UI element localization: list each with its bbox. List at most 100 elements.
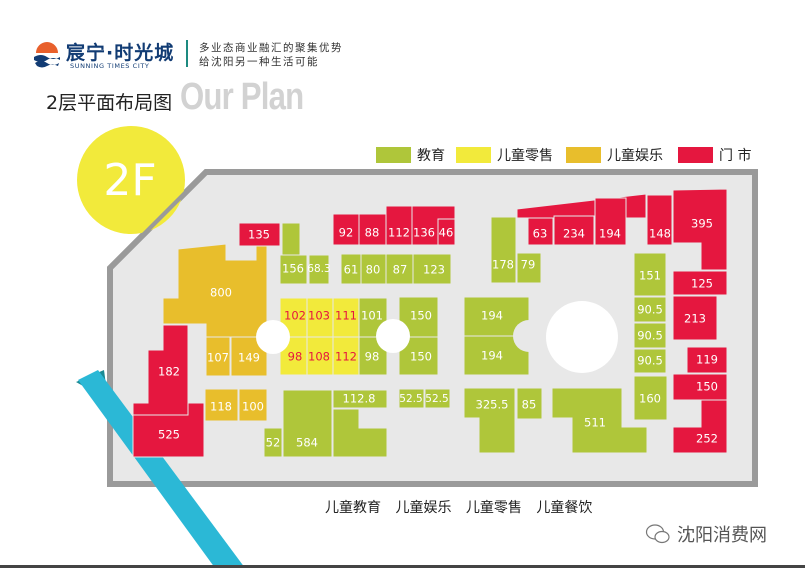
atrium-void <box>513 320 545 352</box>
legend-swatch <box>566 147 601 163</box>
unit[interactable] <box>306 297 334 338</box>
unit[interactable] <box>282 389 333 458</box>
unit-label: 80 <box>366 263 381 277</box>
unit[interactable] <box>553 215 595 246</box>
unit[interactable] <box>527 217 554 246</box>
unit-label: 148 <box>649 227 671 241</box>
unit[interactable] <box>594 197 627 246</box>
unit[interactable] <box>358 213 387 246</box>
unit-label: 107 <box>207 351 229 365</box>
unit[interactable] <box>463 387 516 454</box>
unit-label: 52 <box>266 436 281 450</box>
unit[interactable] <box>633 375 668 421</box>
unit-label: 178 <box>492 258 514 272</box>
unit-label: 213 <box>684 312 706 326</box>
wechat-icon <box>645 524 670 544</box>
unit-label: 252 <box>696 432 718 446</box>
unit[interactable] <box>633 322 667 349</box>
unit[interactable] <box>633 252 667 297</box>
unit-label: 85 <box>522 398 537 412</box>
unit-label: 194 <box>599 227 621 241</box>
watermark-text: 沈阳消费网 <box>677 525 767 546</box>
unit[interactable] <box>332 389 388 409</box>
unit[interactable] <box>633 296 667 323</box>
page-title: 2层平面布局图 <box>46 92 173 114</box>
unit[interactable] <box>672 373 728 401</box>
unit[interactable] <box>385 253 414 285</box>
header-divider <box>186 40 188 67</box>
unit[interactable] <box>132 402 205 458</box>
unit[interactable] <box>308 254 330 285</box>
unit[interactable] <box>132 324 189 416</box>
unit-label: 98 <box>288 350 303 364</box>
brand-logo <box>32 37 62 75</box>
unit-label: 63 <box>533 227 548 241</box>
unit-label: 150 <box>696 380 718 394</box>
unit-label: 111 <box>335 309 357 323</box>
unit[interactable] <box>551 387 648 454</box>
unit[interactable] <box>516 252 542 284</box>
floor-badge: 2F <box>103 155 156 206</box>
unit-label: 118 <box>210 400 232 414</box>
unit[interactable] <box>279 254 308 285</box>
unit[interactable] <box>424 388 451 409</box>
unit[interactable] <box>437 218 456 246</box>
unit[interactable] <box>516 387 543 420</box>
unit[interactable] <box>332 297 360 338</box>
unit[interactable] <box>332 213 360 246</box>
unit[interactable] <box>360 253 387 285</box>
unit-label: 325.5 <box>476 398 509 412</box>
unit-label: 182 <box>158 365 180 379</box>
unit[interactable] <box>672 399 728 454</box>
slogan-line-2: 给沈阳另一种生活可能 <box>199 56 319 68</box>
unit-annex <box>281 222 301 256</box>
legend-swatch <box>376 147 411 163</box>
legend-swatch <box>456 147 491 163</box>
unit[interactable] <box>412 253 452 285</box>
unit[interactable] <box>646 194 673 246</box>
legend-kids-retail: 儿童零售 <box>456 145 553 165</box>
legend-kids-entertainment: 儿童娱乐 <box>566 145 663 165</box>
unit[interactable] <box>686 346 728 374</box>
unit-label: 149 <box>238 351 260 365</box>
unit-label: 150 <box>410 309 432 323</box>
unit-label: 511 <box>584 416 606 430</box>
bottom-border <box>0 565 805 568</box>
unit-label: 125 <box>691 277 713 291</box>
unit[interactable] <box>263 427 283 458</box>
unit[interactable] <box>672 270 728 296</box>
unit[interactable] <box>672 295 718 341</box>
unit-label: 90.5 <box>637 303 663 317</box>
atrium-void <box>376 319 410 353</box>
unit-annex <box>332 408 388 458</box>
unit-label: 194 <box>481 309 503 323</box>
unit[interactable] <box>332 336 360 376</box>
watermark: 沈阳消费网 <box>645 521 767 547</box>
unit-label: 135 <box>248 228 270 242</box>
unit-label: 100 <box>242 400 264 414</box>
unit-label: 136 <box>413 226 435 240</box>
unit[interactable] <box>238 388 268 422</box>
unit[interactable] <box>205 336 231 377</box>
unit[interactable] <box>633 348 667 374</box>
atrium-void-main <box>546 301 618 373</box>
unit-label: 68.3 <box>307 263 330 275</box>
unit-label: 61 <box>344 263 359 277</box>
unit[interactable] <box>490 216 517 284</box>
unit[interactable] <box>204 388 239 422</box>
unit[interactable] <box>398 388 425 409</box>
unit-label: 112.8 <box>343 392 376 406</box>
unit-label: 92 <box>339 226 354 240</box>
unit-label: 800 <box>210 286 232 300</box>
unit-label: 156 <box>282 262 304 276</box>
unit-label: 90.5 <box>637 329 663 343</box>
unit[interactable] <box>306 336 334 376</box>
unit-label: 112 <box>335 350 357 364</box>
unit-label: 395 <box>691 217 713 231</box>
floor-badge-circle <box>77 126 185 234</box>
unit-label: 87 <box>393 263 408 277</box>
unit-label: 46 <box>439 226 454 240</box>
unit-label: 79 <box>521 258 536 272</box>
unit[interactable] <box>672 188 728 271</box>
legend-label: 儿童娱乐 <box>607 148 663 164</box>
